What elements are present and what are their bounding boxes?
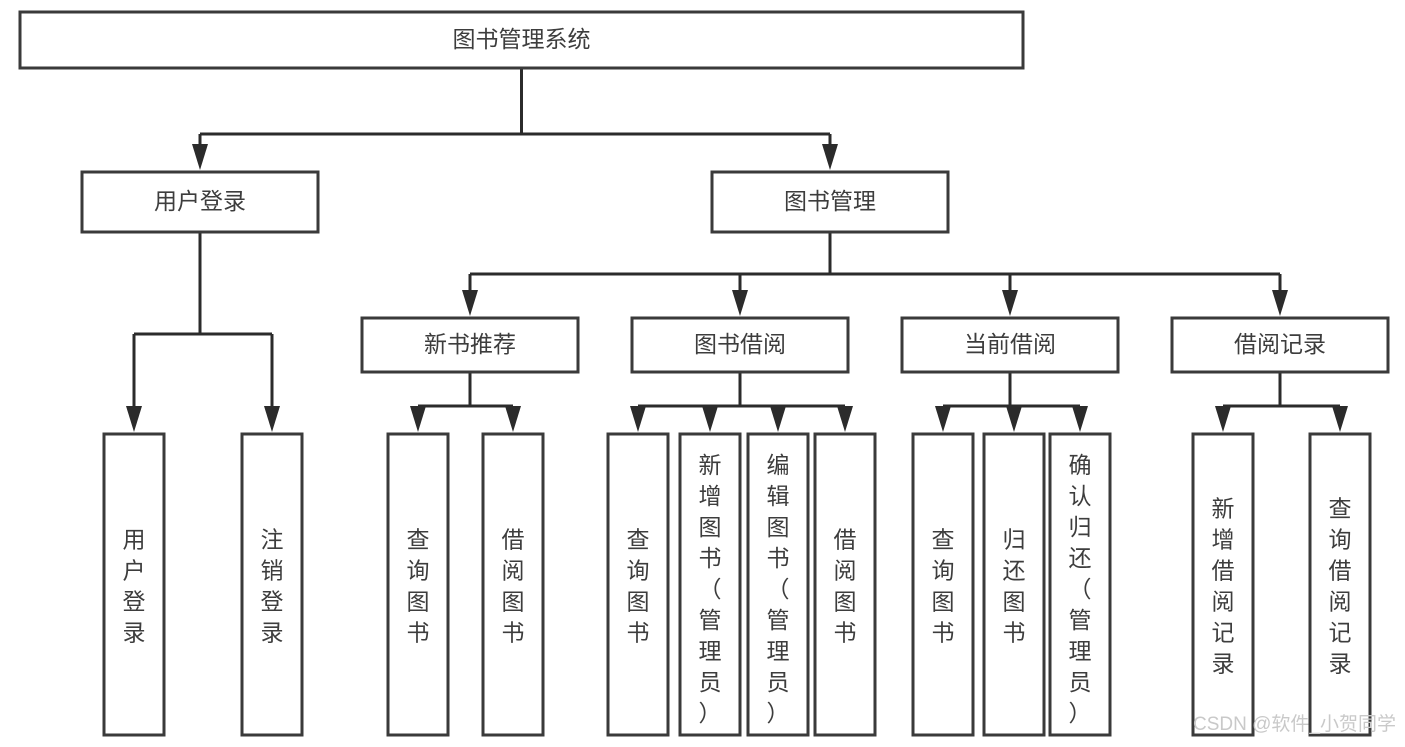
node-label-borrow-book-1: 借阅图书 bbox=[502, 526, 525, 645]
node-label-query-borrow-record: 查询借阅记录 bbox=[1329, 495, 1352, 676]
node-label-user-login: 用户登录 bbox=[154, 188, 246, 214]
node-new-book-recommend[interactable]: 新书推荐 bbox=[360, 316, 580, 374]
arrow-head-icon bbox=[462, 290, 478, 316]
node-label-edit-book-admin: 编辑图书（管理员） bbox=[767, 452, 790, 726]
arrow-head-icon bbox=[822, 144, 838, 170]
node-box-edit-book-admin[interactable] bbox=[746, 432, 810, 737]
node-label-borrow-record: 借阅记录 bbox=[1234, 331, 1326, 357]
node-root[interactable]: 图书管理系统 bbox=[18, 10, 1025, 70]
node-label-root: 图书管理系统 bbox=[453, 26, 591, 52]
node-current-borrow[interactable]: 当前借阅 bbox=[900, 316, 1120, 374]
node-user-login[interactable]: 用户登录 bbox=[80, 170, 320, 234]
node-box-query-book-1[interactable] bbox=[386, 432, 450, 737]
node-box-query-borrow-record[interactable] bbox=[1308, 432, 1372, 737]
arrow-head-icon bbox=[1072, 406, 1088, 432]
node-label-query-book-2: 查询图书 bbox=[627, 526, 650, 645]
arrow-head-icon bbox=[1006, 406, 1022, 432]
node-label-book-manage: 图书管理 bbox=[784, 188, 876, 214]
arrow-head-icon bbox=[702, 406, 718, 432]
arrow-head-icon bbox=[192, 144, 208, 170]
node-add-borrow-record[interactable]: 新增借阅记录 bbox=[1191, 432, 1255, 737]
arrow-head-icon bbox=[732, 290, 748, 316]
node-query-borrow-record[interactable]: 查询借阅记录 bbox=[1308, 432, 1372, 737]
node-box-borrow-book-2[interactable] bbox=[813, 432, 877, 737]
node-box-current-borrow[interactable] bbox=[900, 316, 1120, 374]
node-query-book-3[interactable]: 查询图书 bbox=[911, 432, 975, 737]
node-box-confirm-return-admin[interactable] bbox=[1048, 432, 1112, 737]
node-box-add-borrow-record[interactable] bbox=[1191, 432, 1255, 737]
node-layer: 图书管理系统用户登录图书管理新书推荐图书借阅当前借阅借阅记录用户登录注销登录查询… bbox=[18, 10, 1390, 737]
arrow-head-icon bbox=[1215, 406, 1231, 432]
arrow-head-icon bbox=[410, 406, 426, 432]
node-box-user-login-do[interactable] bbox=[102, 432, 166, 737]
node-box-borrow-record[interactable] bbox=[1170, 316, 1390, 374]
node-label-current-borrow: 当前借阅 bbox=[964, 331, 1056, 357]
arrow-head-icon bbox=[837, 406, 853, 432]
node-box-user-logout[interactable] bbox=[240, 432, 304, 737]
arrow-head-icon bbox=[770, 406, 786, 432]
node-add-book-admin[interactable]: 新增图书（管理员） bbox=[678, 432, 742, 737]
node-box-root[interactable] bbox=[18, 10, 1025, 70]
node-box-add-book-admin[interactable] bbox=[678, 432, 742, 737]
arrow-head-icon bbox=[630, 406, 646, 432]
node-label-confirm-return-admin: 确认归还（管理员） bbox=[1069, 452, 1092, 726]
node-label-add-borrow-record: 新增借阅记录 bbox=[1212, 495, 1235, 676]
node-borrow-record[interactable]: 借阅记录 bbox=[1170, 316, 1390, 374]
node-edit-book-admin[interactable]: 编辑图书（管理员） bbox=[746, 432, 810, 737]
connector-layer bbox=[126, 68, 1348, 432]
node-box-borrow-book-1[interactable] bbox=[481, 432, 545, 737]
arrow-head-icon bbox=[505, 406, 521, 432]
node-label-return-book: 归还图书 bbox=[1003, 526, 1026, 645]
node-borrow-book-2[interactable]: 借阅图书 bbox=[813, 432, 877, 737]
node-label-query-book-1: 查询图书 bbox=[407, 526, 430, 645]
watermark-label: CSDN @软件_小贺同学 bbox=[1193, 713, 1396, 735]
node-box-new-book-recommend[interactable] bbox=[360, 316, 580, 374]
node-book-borrow[interactable]: 图书借阅 bbox=[630, 316, 850, 374]
arrow-head-icon bbox=[1272, 290, 1288, 316]
node-box-book-borrow[interactable] bbox=[630, 316, 850, 374]
node-confirm-return-admin[interactable]: 确认归还（管理员） bbox=[1048, 432, 1112, 737]
node-box-query-book-3[interactable] bbox=[911, 432, 975, 737]
arrow-head-icon bbox=[1002, 290, 1018, 316]
node-box-query-book-2[interactable] bbox=[606, 432, 670, 737]
node-book-manage[interactable]: 图书管理 bbox=[710, 170, 950, 234]
node-query-book-1[interactable]: 查询图书 bbox=[386, 432, 450, 737]
arrow-head-icon bbox=[126, 406, 142, 432]
node-label-query-book-3: 查询图书 bbox=[932, 526, 955, 645]
arrow-head-icon bbox=[264, 406, 280, 432]
node-box-book-manage[interactable] bbox=[710, 170, 950, 234]
node-box-user-login[interactable] bbox=[80, 170, 320, 234]
arrow-head-icon bbox=[935, 406, 951, 432]
node-label-book-borrow: 图书借阅 bbox=[694, 331, 786, 357]
node-user-login-do[interactable]: 用户登录 bbox=[102, 432, 166, 737]
node-label-user-login-do: 用户登录 bbox=[123, 526, 146, 645]
node-borrow-book-1[interactable]: 借阅图书 bbox=[481, 432, 545, 737]
arrow-head-icon bbox=[1332, 406, 1348, 432]
node-return-book[interactable]: 归还图书 bbox=[982, 432, 1046, 737]
node-label-user-logout: 注销登录 bbox=[261, 526, 284, 645]
node-label-new-book-recommend: 新书推荐 bbox=[424, 331, 516, 357]
node-box-return-book[interactable] bbox=[982, 432, 1046, 737]
node-label-borrow-book-2: 借阅图书 bbox=[834, 526, 857, 645]
node-user-logout[interactable]: 注销登录 bbox=[240, 432, 304, 737]
node-query-book-2[interactable]: 查询图书 bbox=[606, 432, 670, 737]
node-label-add-book-admin: 新增图书（管理员） bbox=[699, 452, 722, 726]
